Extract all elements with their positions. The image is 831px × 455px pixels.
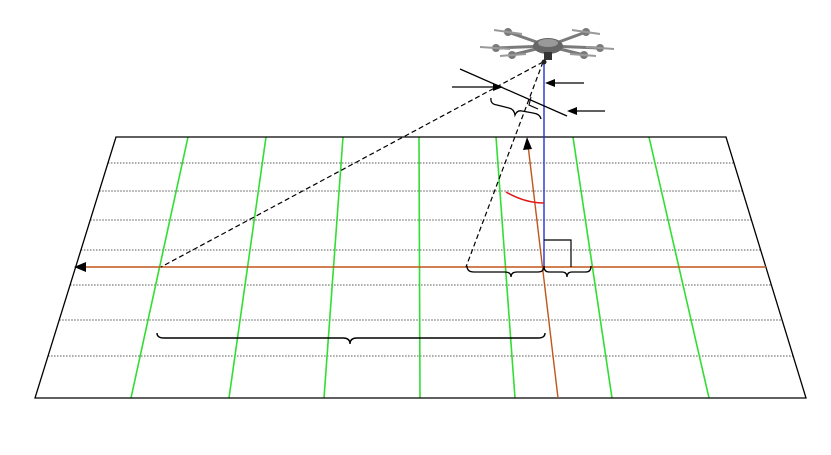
ground-right-angle-marker [544,239,572,267]
tilt-angle-arc [505,191,545,204]
pointer-arrow-right-bottom-head [567,107,577,115]
ground-distance-brace [156,332,546,345]
horizontal-axis-arrowhead [74,262,86,272]
sensor-right-angle-marker [528,96,539,110]
pointer-arrow-left-top-head [493,83,503,91]
sensor-brace [490,97,542,120]
ground-plane-outline [34,136,807,399]
sensor-plane-line [459,68,568,117]
hexacopter-drone-icon [479,28,615,65]
line-of-sight-near [465,61,544,268]
line-of-sight-far [160,61,544,268]
ground-brace-near [466,265,545,278]
ground-brace-offset [543,265,592,278]
sloped-axis-arrowhead [523,137,532,150]
ground-grid-rows [48,162,794,357]
sloped-ground-axis [527,144,559,399]
pointer-arrow-right-top-head [545,79,555,87]
